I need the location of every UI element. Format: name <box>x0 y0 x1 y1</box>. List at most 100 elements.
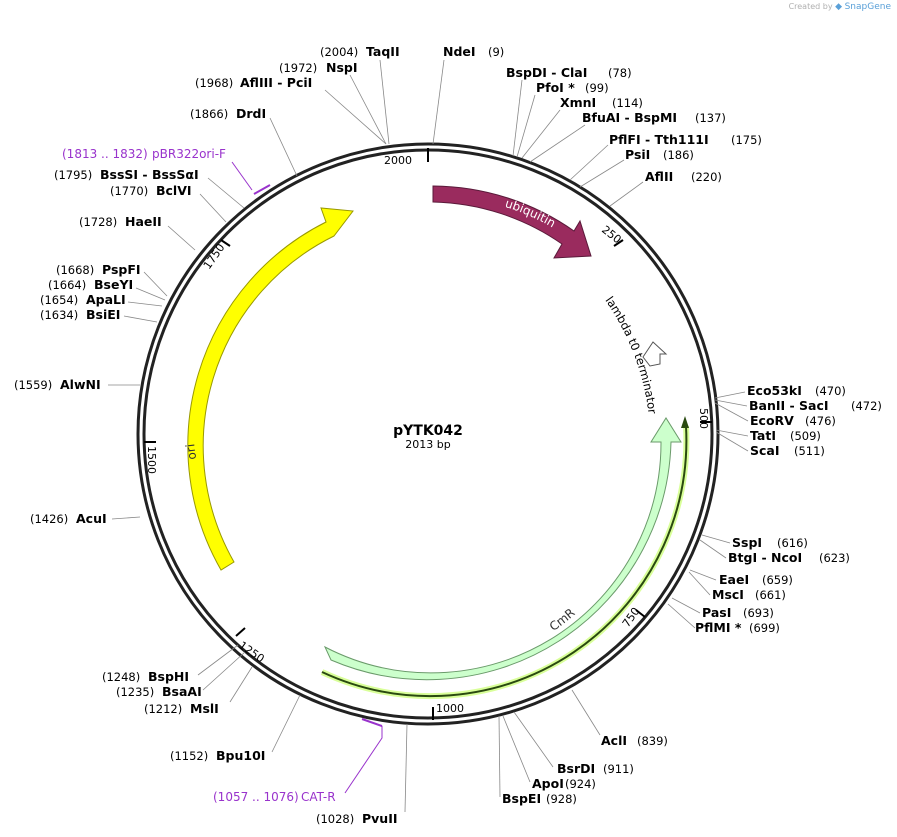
site-bfuai-name[interactable]: BfuAI - BspMI <box>582 110 677 125</box>
site-bsssi-name[interactable]: BssSI - BssSαI <box>100 167 199 182</box>
site-scai-name[interactable]: ScaI <box>750 443 780 458</box>
site-acui-name[interactable]: AcuI <box>76 511 107 526</box>
leader-bsphi <box>197 644 239 676</box>
site-tati-name[interactable]: TatI <box>750 428 776 443</box>
site-taqii-name[interactable]: TaqII <box>366 44 400 59</box>
site-leaders <box>108 59 749 813</box>
site-drdi-name[interactable]: DrdI <box>236 106 266 121</box>
site-afliii-name[interactable]: AflIII - PciI <box>240 75 312 90</box>
leader-sspi <box>701 534 731 544</box>
leader-bspei <box>498 715 501 798</box>
terminator-arrow[interactable] <box>642 341 668 367</box>
feature-cmr[interactable]: CmR <box>323 417 682 681</box>
site-acli-pos: (839) <box>637 734 668 748</box>
site-bsrdi-name[interactable]: BsrDI <box>557 761 595 776</box>
site-bfuai-pos: (137) <box>695 111 726 125</box>
leader-haeii <box>167 225 196 251</box>
cmr-orf-line[interactable] <box>321 425 688 697</box>
site-ndei-name[interactable]: NdeI <box>443 44 476 59</box>
site-bspei-name[interactable]: BspEI <box>502 791 541 806</box>
leader-acui <box>111 516 141 520</box>
primer-cat-r-bar[interactable] <box>361 718 383 727</box>
site-pspfi-name[interactable]: PspFI <box>102 262 141 277</box>
feature-ubiquitin[interactable]: ubiquitin <box>432 185 592 259</box>
site-xmni-pos: (114) <box>612 96 643 110</box>
plasmid-name: pYTK042 <box>393 423 463 439</box>
site-pvuii-name[interactable]: PvuII <box>362 811 398 826</box>
ori-arrow[interactable] <box>187 207 354 571</box>
site-ndei-pos: (9) <box>488 45 504 59</box>
site-sspi-name[interactable]: SspI <box>732 535 762 550</box>
site-eaei-name[interactable]: EaeI <box>719 572 749 587</box>
site-apali-name[interactable]: ApaLI <box>86 292 126 307</box>
cmr-orf[interactable] <box>320 416 690 699</box>
site-btgi-name[interactable]: BtgI - NcoI <box>728 550 802 565</box>
leader-bsssi <box>207 177 245 209</box>
site-msci-pos: (661) <box>755 588 786 602</box>
site-acli-name[interactable]: AclI <box>601 733 627 748</box>
leader-btgi <box>699 539 727 559</box>
leader-bclvi <box>199 193 227 223</box>
site-bsaai-name[interactable]: BsaAI <box>162 684 202 699</box>
ubiquitin-arrow[interactable] <box>432 185 592 259</box>
site-aflii-name[interactable]: AflII <box>645 169 673 184</box>
feature-ori[interactable]: ori <box>183 207 354 571</box>
primer-cat-r-name: CAT-R <box>301 790 336 804</box>
leader-drdi <box>269 117 298 177</box>
leader-ecorv <box>714 402 749 422</box>
site-bclvi-name[interactable]: BclVI <box>156 183 192 198</box>
leader-apali <box>127 301 163 307</box>
leader-pspfi <box>143 271 168 297</box>
site-msci-name[interactable]: MscI <box>712 587 744 602</box>
site-pspfi-pos: (1668) <box>56 263 94 277</box>
leader-eaei <box>689 569 717 581</box>
leader-pvuii <box>404 723 408 813</box>
site-banii-pos: (472) <box>851 399 882 413</box>
site-alwni-name[interactable]: AlwNI <box>60 377 101 392</box>
site-psii-name[interactable]: PsiI <box>625 147 650 162</box>
site-bseyi-name[interactable]: BseYI <box>94 277 133 292</box>
site-ecorv-name[interactable]: EcoRV <box>750 413 794 428</box>
primer-pbr322ori-f-bar[interactable] <box>253 184 271 195</box>
site-xmni-name[interactable]: XmnI <box>560 95 596 110</box>
site-bsiei-pos: (1634) <box>40 308 78 322</box>
leader-scai <box>715 431 749 452</box>
leader-acli <box>571 689 601 736</box>
site-btgi-pos: (623) <box>819 551 850 565</box>
site-pasi-name[interactable]: PasI <box>702 605 731 620</box>
site-clai-pos: (78) <box>608 66 632 80</box>
ruler-label-1500: 1500 <box>145 446 158 474</box>
site-haeii-name[interactable]: HaeII <box>125 214 162 229</box>
site-pasi-pos: (693) <box>743 606 774 620</box>
site-bpu10i-name[interactable]: Bpu10I <box>216 748 265 763</box>
site-pflfi-name[interactable]: PflFI - Tth111I <box>609 132 709 147</box>
site-alwni-pos: (1559) <box>14 378 52 392</box>
site-bsiei-name[interactable]: BsiEI <box>86 307 120 322</box>
site-pfoi-name[interactable]: PfoI * <box>536 80 575 95</box>
leader-psii <box>579 159 625 188</box>
leader-bsiei <box>123 315 158 323</box>
primer-pbr322ori-f[interactable]: (1813 .. 1832) pBR322ori-F <box>62 147 271 195</box>
site-sspi-pos: (616) <box>777 536 808 550</box>
leader-tati <box>715 429 749 437</box>
leader-eco53ki <box>714 391 746 399</box>
leader-pflfi <box>569 144 609 181</box>
feature-terminator[interactable]: lambda t0 terminator <box>603 294 668 415</box>
site-bpu10i-pos: (1152) <box>170 749 208 763</box>
primer-cat-r[interactable]: (1057 .. 1076) CAT-R <box>213 718 383 804</box>
site-apoi-name[interactable]: ApoI <box>532 776 564 791</box>
ruler-label-1000: 1000 <box>436 702 464 715</box>
leader-bsaai <box>202 651 246 691</box>
site-banii-name[interactable]: BanII - SacI <box>749 398 829 413</box>
site-eco53ki-name[interactable]: Eco53kI <box>747 383 802 398</box>
ruler: 2000 250 500 750 1000 1250 1500 1750 <box>144 148 712 720</box>
site-nspi-name[interactable]: NspI <box>326 60 358 75</box>
site-bsphi-name[interactable]: BspHI <box>148 669 189 684</box>
site-clai-name[interactable]: BspDI - ClaI <box>506 65 587 80</box>
site-pflmi-name[interactable]: PflMI * <box>695 620 742 635</box>
leader-clai <box>512 79 523 157</box>
cmr-arrow[interactable] <box>323 417 682 681</box>
site-msli-name[interactable]: MslI <box>190 701 219 716</box>
site-msli-pos: (1212) <box>144 702 182 716</box>
ruler-tick-1250 <box>235 627 246 637</box>
